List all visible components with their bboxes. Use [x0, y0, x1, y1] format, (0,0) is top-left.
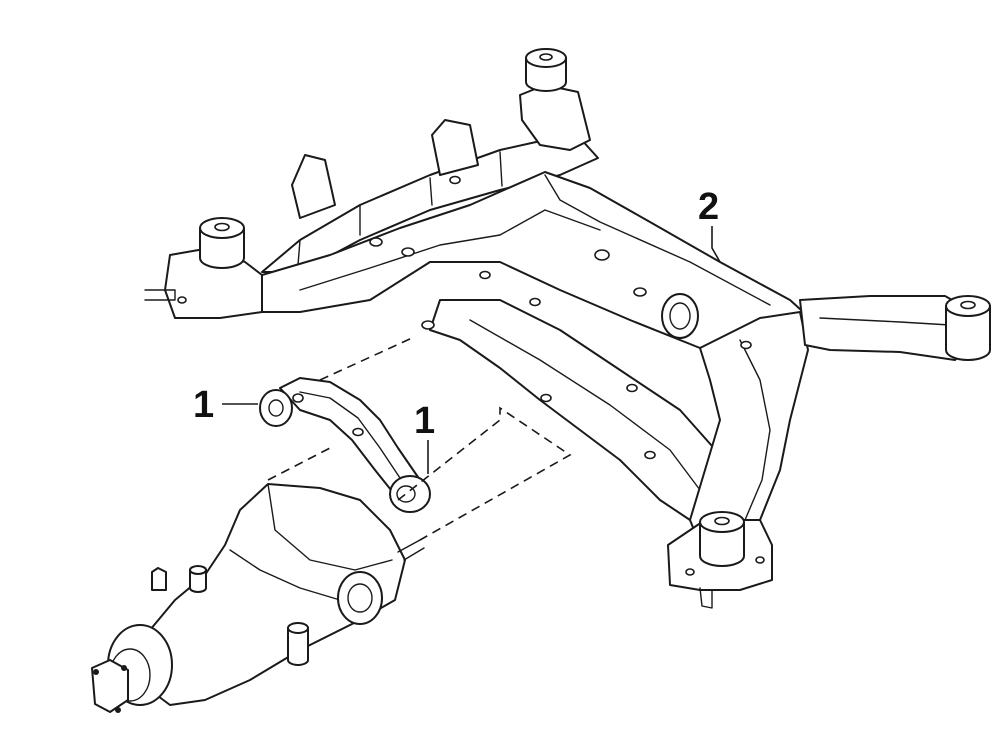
callout-item-1-left: 1 — [193, 384, 215, 426]
subframe-bushings — [199, 48, 991, 567]
leader-lines — [222, 226, 721, 474]
callout-item-2: 2 — [698, 186, 720, 228]
differential-assembly — [91, 483, 425, 713]
callout-item-1-right: 1 — [414, 400, 436, 442]
assembly-guide-lines — [267, 337, 572, 541]
differential-mount-bracket — [259, 377, 431, 513]
